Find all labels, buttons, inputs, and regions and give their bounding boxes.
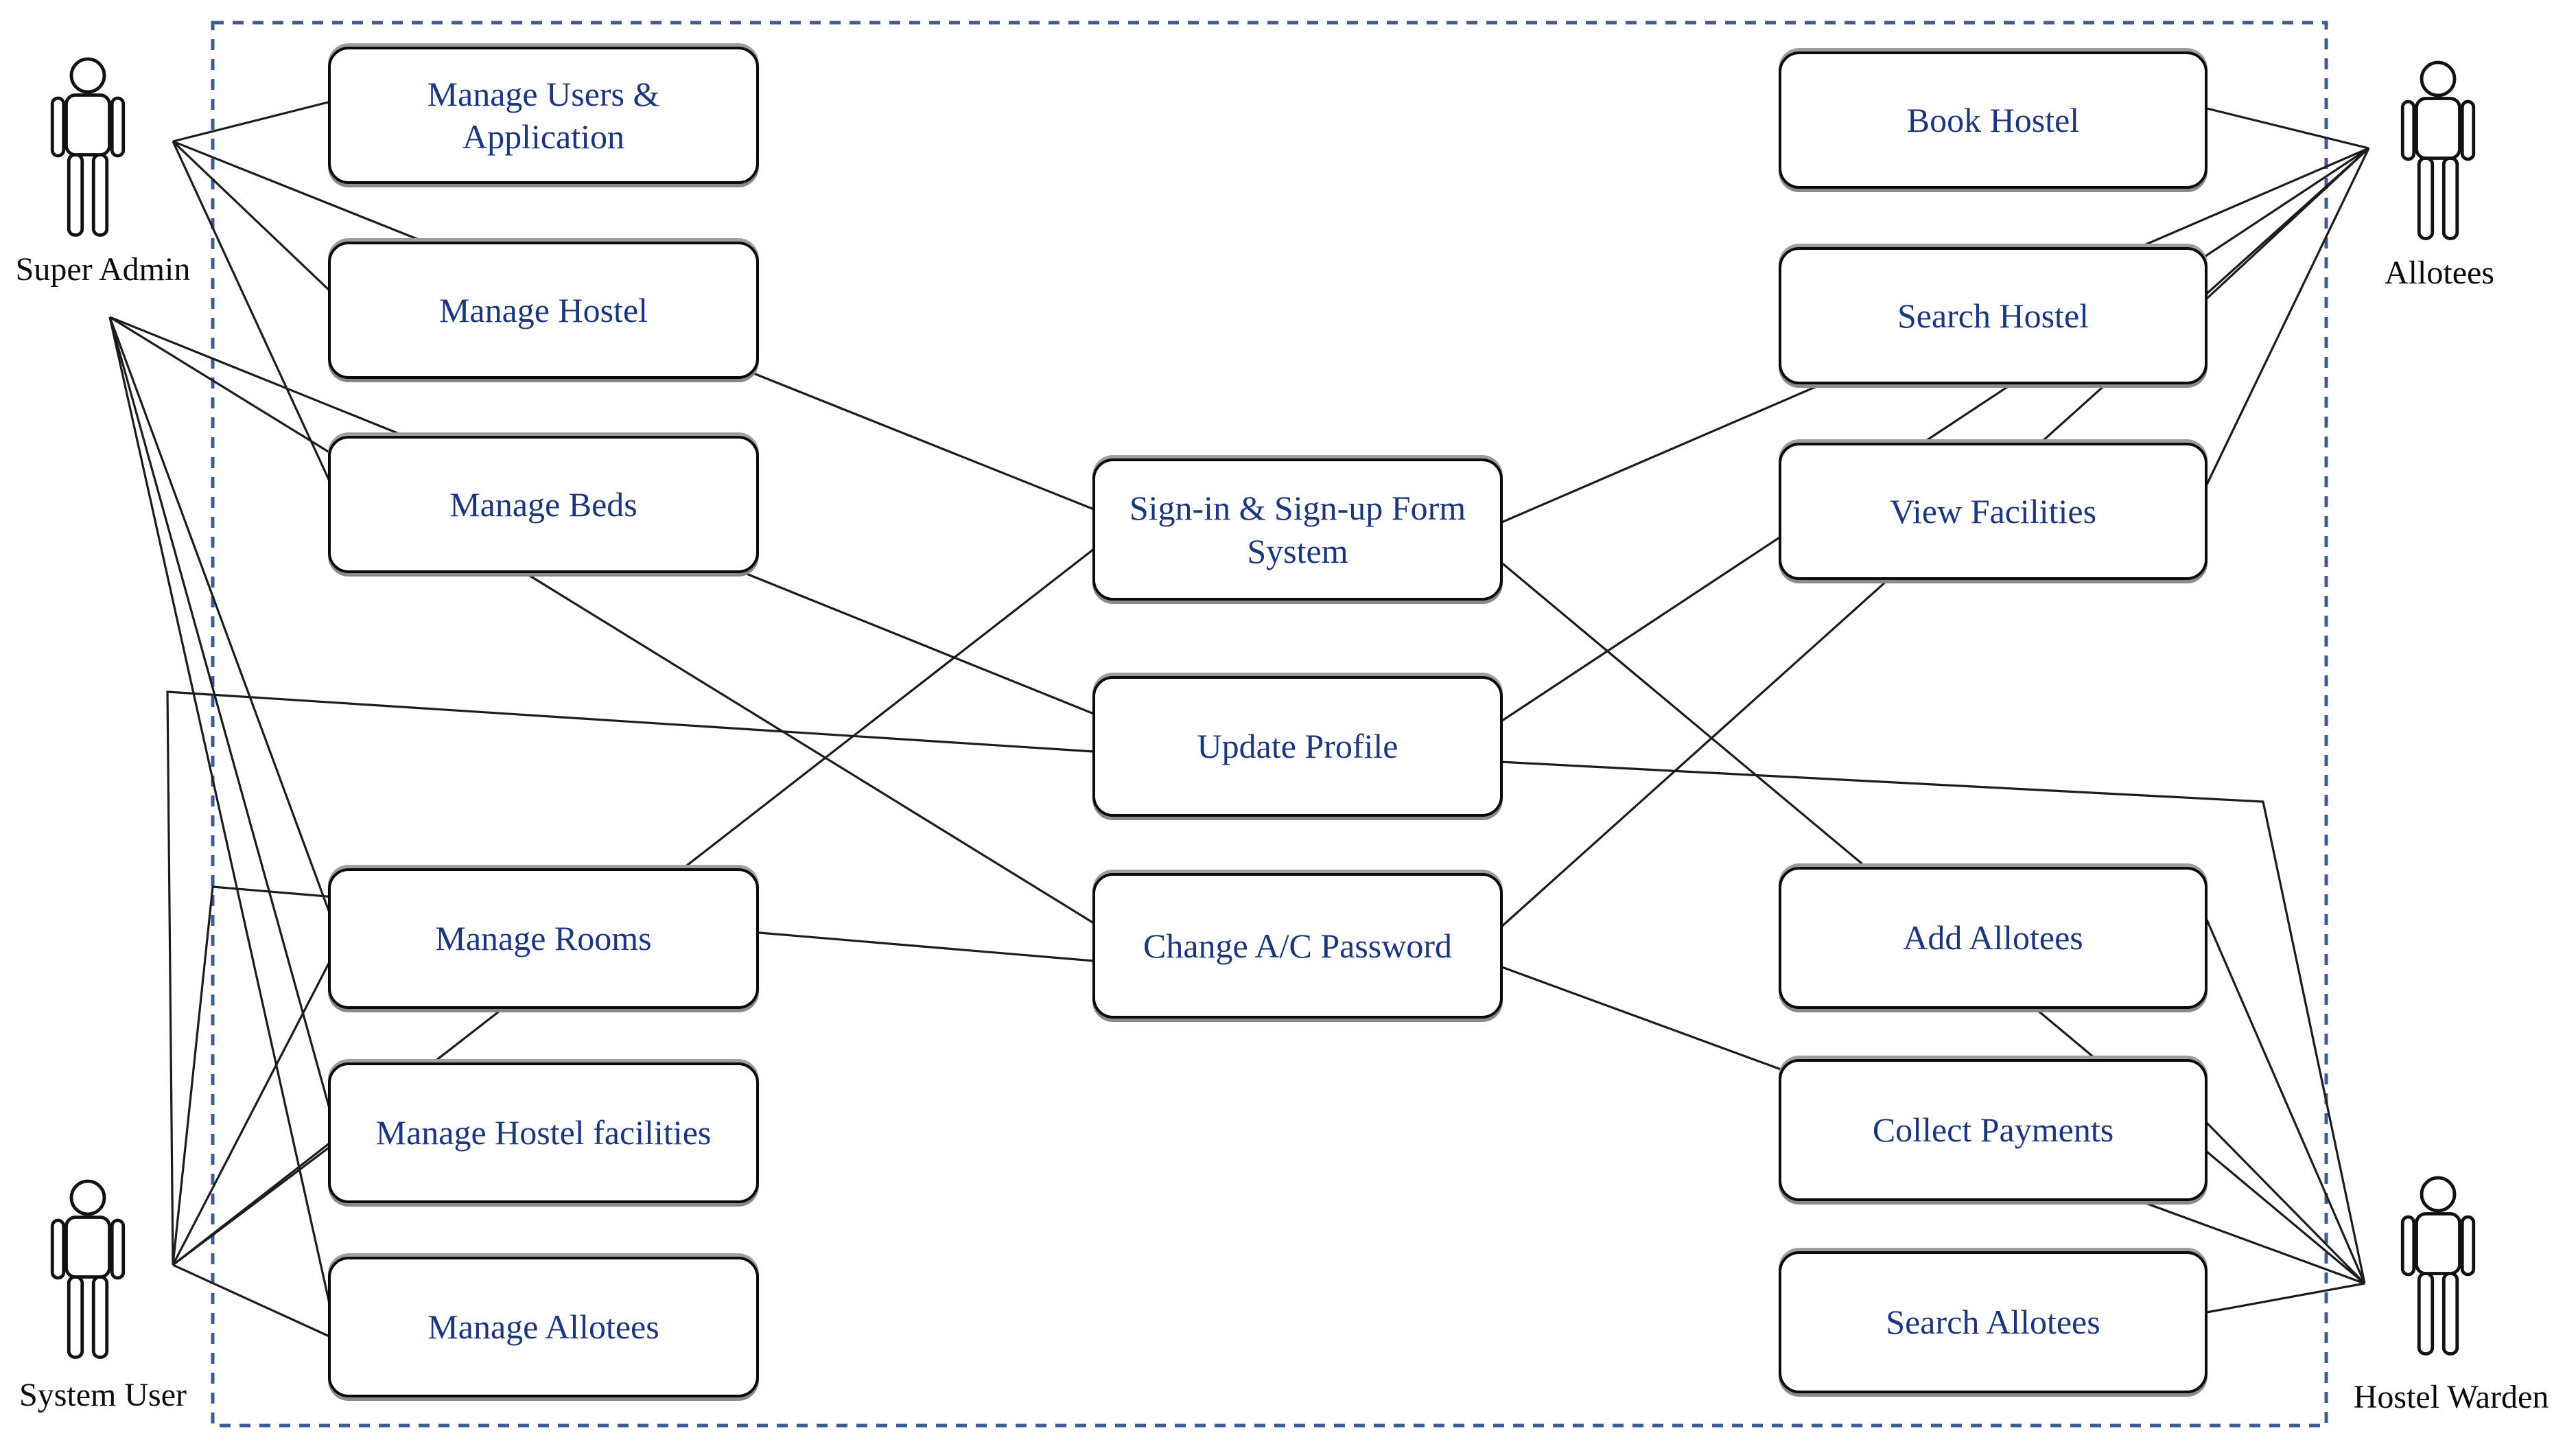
- use-case-add-allotees: Add Allotees: [1779, 867, 2208, 1009]
- actor-label-system-user: System User: [19, 1377, 187, 1413]
- use-case-collect-payments: Collect Payments: [1779, 1059, 2208, 1201]
- use-case-search-allotees: Search Allotees: [1779, 1251, 2208, 1393]
- system-boundary: [211, 21, 2328, 1428]
- use-case-change-ac-password: Change A/C Password: [1092, 873, 1503, 1019]
- actor-label-allotees: Allotees: [2385, 255, 2494, 291]
- use-case-manage-rooms: Manage Rooms: [328, 868, 759, 1009]
- use-case-manage-hostel-facilities: Manage Hostel facilities: [328, 1062, 759, 1203]
- use-case-update-profile: Update Profile: [1092, 676, 1503, 817]
- hostel-warden-person-icon: [2400, 1176, 2476, 1356]
- use-case-book-hostel: Book Hostel: [1779, 51, 2208, 189]
- use-case-manage-hostel: Manage Hostel: [328, 242, 759, 379]
- use-case-search-hostel: Search Hostel: [1779, 247, 2208, 384]
- use-case-view-facilities: View Facilities: [1779, 443, 2208, 580]
- use-case-manage-users-application: Manage Users & Application: [328, 47, 759, 184]
- use-case-sign-in-sign-up: Sign-in & Sign-up Form System: [1092, 458, 1503, 601]
- super-admin-person-icon: [50, 57, 126, 237]
- actor-label-hostel-warden: Hostel Warden: [2353, 1379, 2549, 1415]
- allotees-person-icon: [2400, 60, 2476, 240]
- system-user-person-icon: [50, 1179, 126, 1359]
- use-case-manage-beds: Manage Beds: [328, 436, 759, 573]
- actor-label-super-admin: Super Admin: [15, 251, 191, 288]
- use-case-manage-allotees: Manage Allotees: [328, 1257, 759, 1397]
